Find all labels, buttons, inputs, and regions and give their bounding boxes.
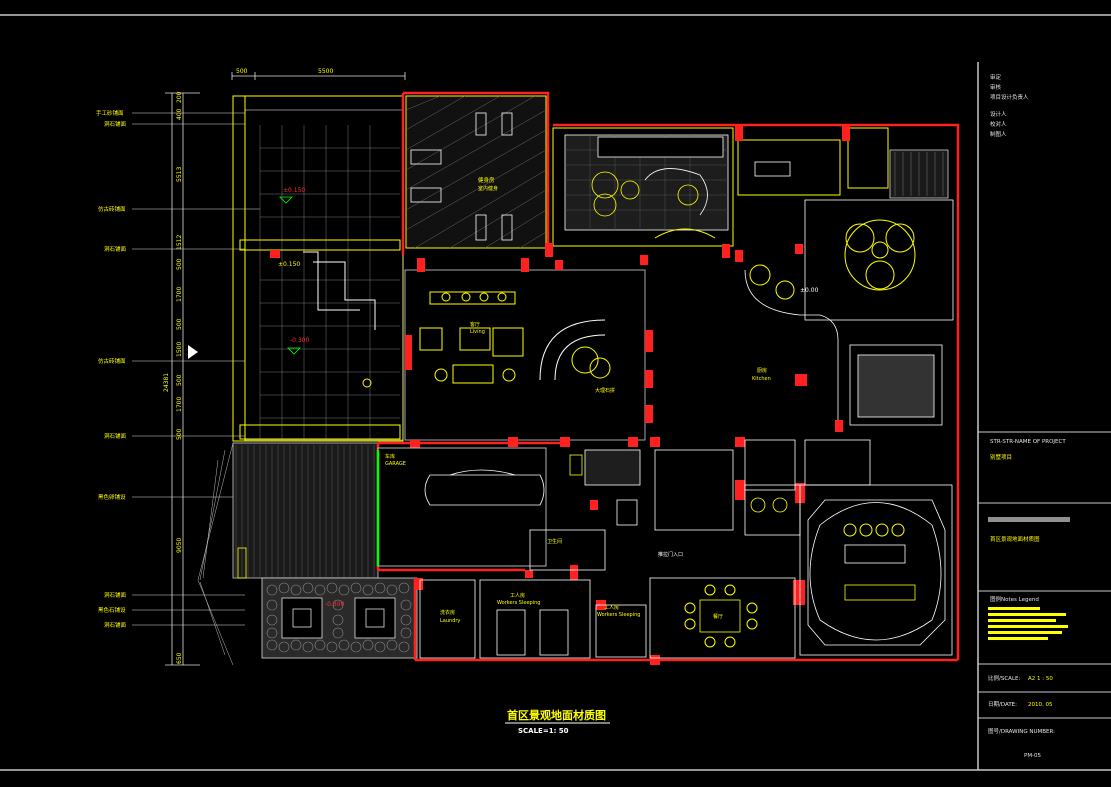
tb-row-2: 审核 [990, 83, 1002, 91]
tb-row-5: 校对人 [990, 120, 1007, 128]
dim-v-3: 1512 [176, 235, 183, 250]
gym-room: 健身房 室内健身 [405, 95, 547, 249]
pebble-garden [261, 577, 418, 659]
callout-7: 洞石铺面 [104, 591, 127, 599]
tb-number-label: 图号/DRAWING NUMBER: [988, 727, 1055, 735]
dim-v-1: 400 [176, 108, 183, 120]
red-mark-1: -0.300 [290, 337, 310, 344]
callout-8: 黑色石铺设 [98, 606, 126, 614]
gym-sublabel: 室内健身 [478, 185, 498, 192]
dim-top-2: 5500 [318, 68, 333, 75]
callout-2: 仿古砖铺面 [98, 205, 126, 213]
sunroom [552, 127, 734, 247]
bottom-rooms: 洗衣房 Laundry 工人房 Workers Sleeping 工人房 Wor… [419, 367, 796, 659]
callout-9: 洞石铺面 [104, 621, 127, 629]
worker2-en-label: Workers Sleeping [597, 612, 640, 618]
dimension-texts: 500 5500 24381 200 400 5513 1512 500 170… [163, 68, 333, 664]
tb-row-4: 设计人 [990, 110, 1007, 118]
elevation-marks: ±0.150 ±0.150 -0.300 -0.300 [278, 187, 345, 608]
dim-top-1: 500 [236, 68, 248, 75]
title-block: 审定 审核 项目设计负责人 设计人 校对人 制图人 STR-STR-NAME O… [978, 73, 1111, 759]
tb-row-1: 审定 [990, 73, 1002, 81]
stair-label: 大理石拼 [595, 387, 615, 394]
drawing-title-group: 首区景观地面材质图 SCALE=1: 50 [505, 708, 610, 735]
left-callouts: 手工砂铺面 洞石铺面 仿古砖铺面 洞石铺面 仿古砖铺面 洞石铺面 黑色卵铺设 洞… [96, 109, 260, 629]
worker-label: 工人房 [510, 592, 525, 599]
tb-row-6: 制图人 [990, 130, 1007, 138]
tb-scale-value: A2 1 : 50 [1028, 676, 1053, 682]
dim-v-10: 500 [176, 428, 183, 440]
tb-project-value: 别墅项目 [990, 453, 1012, 461]
dining-room [799, 484, 953, 656]
elev-mark-right: ±0.00 [800, 287, 819, 294]
left-terrace [188, 95, 404, 442]
hatched-strip [197, 442, 379, 666]
elev-mark-1: ±0.150 [283, 187, 305, 194]
dim-v-11: 9050 [176, 538, 183, 553]
garage-en-label: GARAGE [385, 461, 406, 467]
tb-drawing-name: 首区景观地面材质图 [990, 535, 1040, 543]
service-rooms: 卫生间 推拉门入口 [529, 439, 871, 571]
callout-5: 洞石铺面 [104, 432, 127, 440]
tb-scale-label: 比例/SCALE: [988, 674, 1020, 682]
laundry-label: 洗衣房 [440, 609, 455, 616]
callout-1: 洞石铺面 [104, 120, 127, 128]
living-area: 客厅 Living 大理石拼 [404, 269, 646, 441]
dimension-lines [165, 72, 406, 666]
tb-date-label: 日期/DATE: [988, 701, 1017, 708]
living-label: 客厅 [470, 321, 480, 328]
worker2-label: 工人房 [604, 604, 619, 611]
dim-v-0: 200 [176, 91, 183, 103]
drawing-frame [0, 14, 1111, 771]
tb-row-3: 项目设计负责人 [990, 93, 1029, 101]
drawing-scale: SCALE=1: 50 [518, 727, 569, 735]
red-mark-2: -0.300 [325, 601, 345, 608]
kitchen-en-label: Kitchen [752, 376, 771, 382]
callout-4: 仿古砖铺面 [98, 357, 126, 365]
dim-total: 24381 [163, 373, 170, 392]
dim-v-2: 5513 [176, 167, 183, 182]
garage: 车库 GARAGE [376, 447, 547, 567]
toilet-label: 卫生间 [547, 538, 562, 545]
dining-label: 餐厅 [713, 613, 723, 620]
tb-project-label: STR-STR-NAME OF PROJECT [990, 439, 1066, 445]
living-en-label: Living [470, 329, 485, 335]
dim-v-6: 500 [176, 318, 183, 330]
dim-v-4: 500 [176, 258, 183, 270]
kitchen-label: 厨房 [757, 367, 767, 374]
gym-label: 健身房 [478, 176, 495, 184]
dim-v-8: 500 [176, 374, 183, 386]
tb-number-value: PM-05 [1024, 753, 1042, 759]
callout-3: 洞石铺面 [104, 245, 127, 253]
dim-v-5: 1700 [176, 287, 183, 302]
tb-date-value: 2010. 05 [1028, 702, 1053, 708]
callout-6: 黑色卵铺设 [98, 493, 126, 501]
top-right-rooms: ±0.00 [737, 127, 954, 426]
corridor-label: 推拉门入口 [658, 551, 683, 558]
garage-label: 车库 [385, 453, 395, 460]
dim-v-9: 1700 [176, 397, 183, 412]
tb-legend-bars [988, 607, 1068, 640]
drawing-title: 首区景观地面材质图 [507, 708, 606, 722]
tb-legend-label: 图例Notes Legend [990, 595, 1039, 603]
laundry-en-label: Laundry [440, 618, 460, 624]
dim-v-12: 650 [176, 652, 183, 664]
dim-v-7: 1500 [176, 342, 183, 357]
tb-gray-bar [988, 517, 1070, 522]
elev-mark-3: ±0.150 [278, 261, 300, 268]
worker-en-label: Workers Sleeping [497, 600, 540, 606]
callout-0: 手工砂铺面 [96, 109, 124, 117]
